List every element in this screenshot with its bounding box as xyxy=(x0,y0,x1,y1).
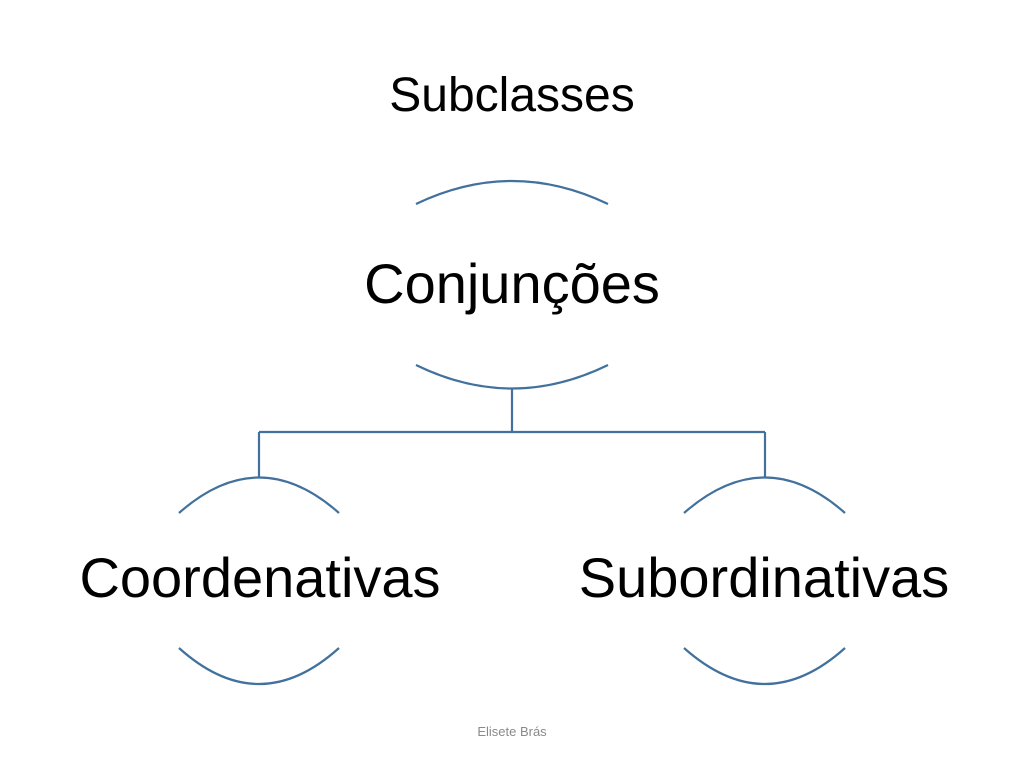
root-node-label: Conjunções xyxy=(364,252,660,315)
right-node-top-arc xyxy=(683,476,846,514)
root-node-top-arc xyxy=(415,180,609,205)
left-node-bottom-arc xyxy=(178,647,340,685)
left-child-node-label: Coordenativas xyxy=(79,546,441,609)
right-node-bottom-arc xyxy=(683,647,846,685)
slide-title: Subclasses xyxy=(389,69,635,122)
right-child-node-label: Subordinativas xyxy=(578,546,950,609)
left-node-top-arc xyxy=(178,476,340,514)
root-node-bottom-arc xyxy=(415,364,609,390)
footer-author: Elisete Brás xyxy=(477,724,547,739)
